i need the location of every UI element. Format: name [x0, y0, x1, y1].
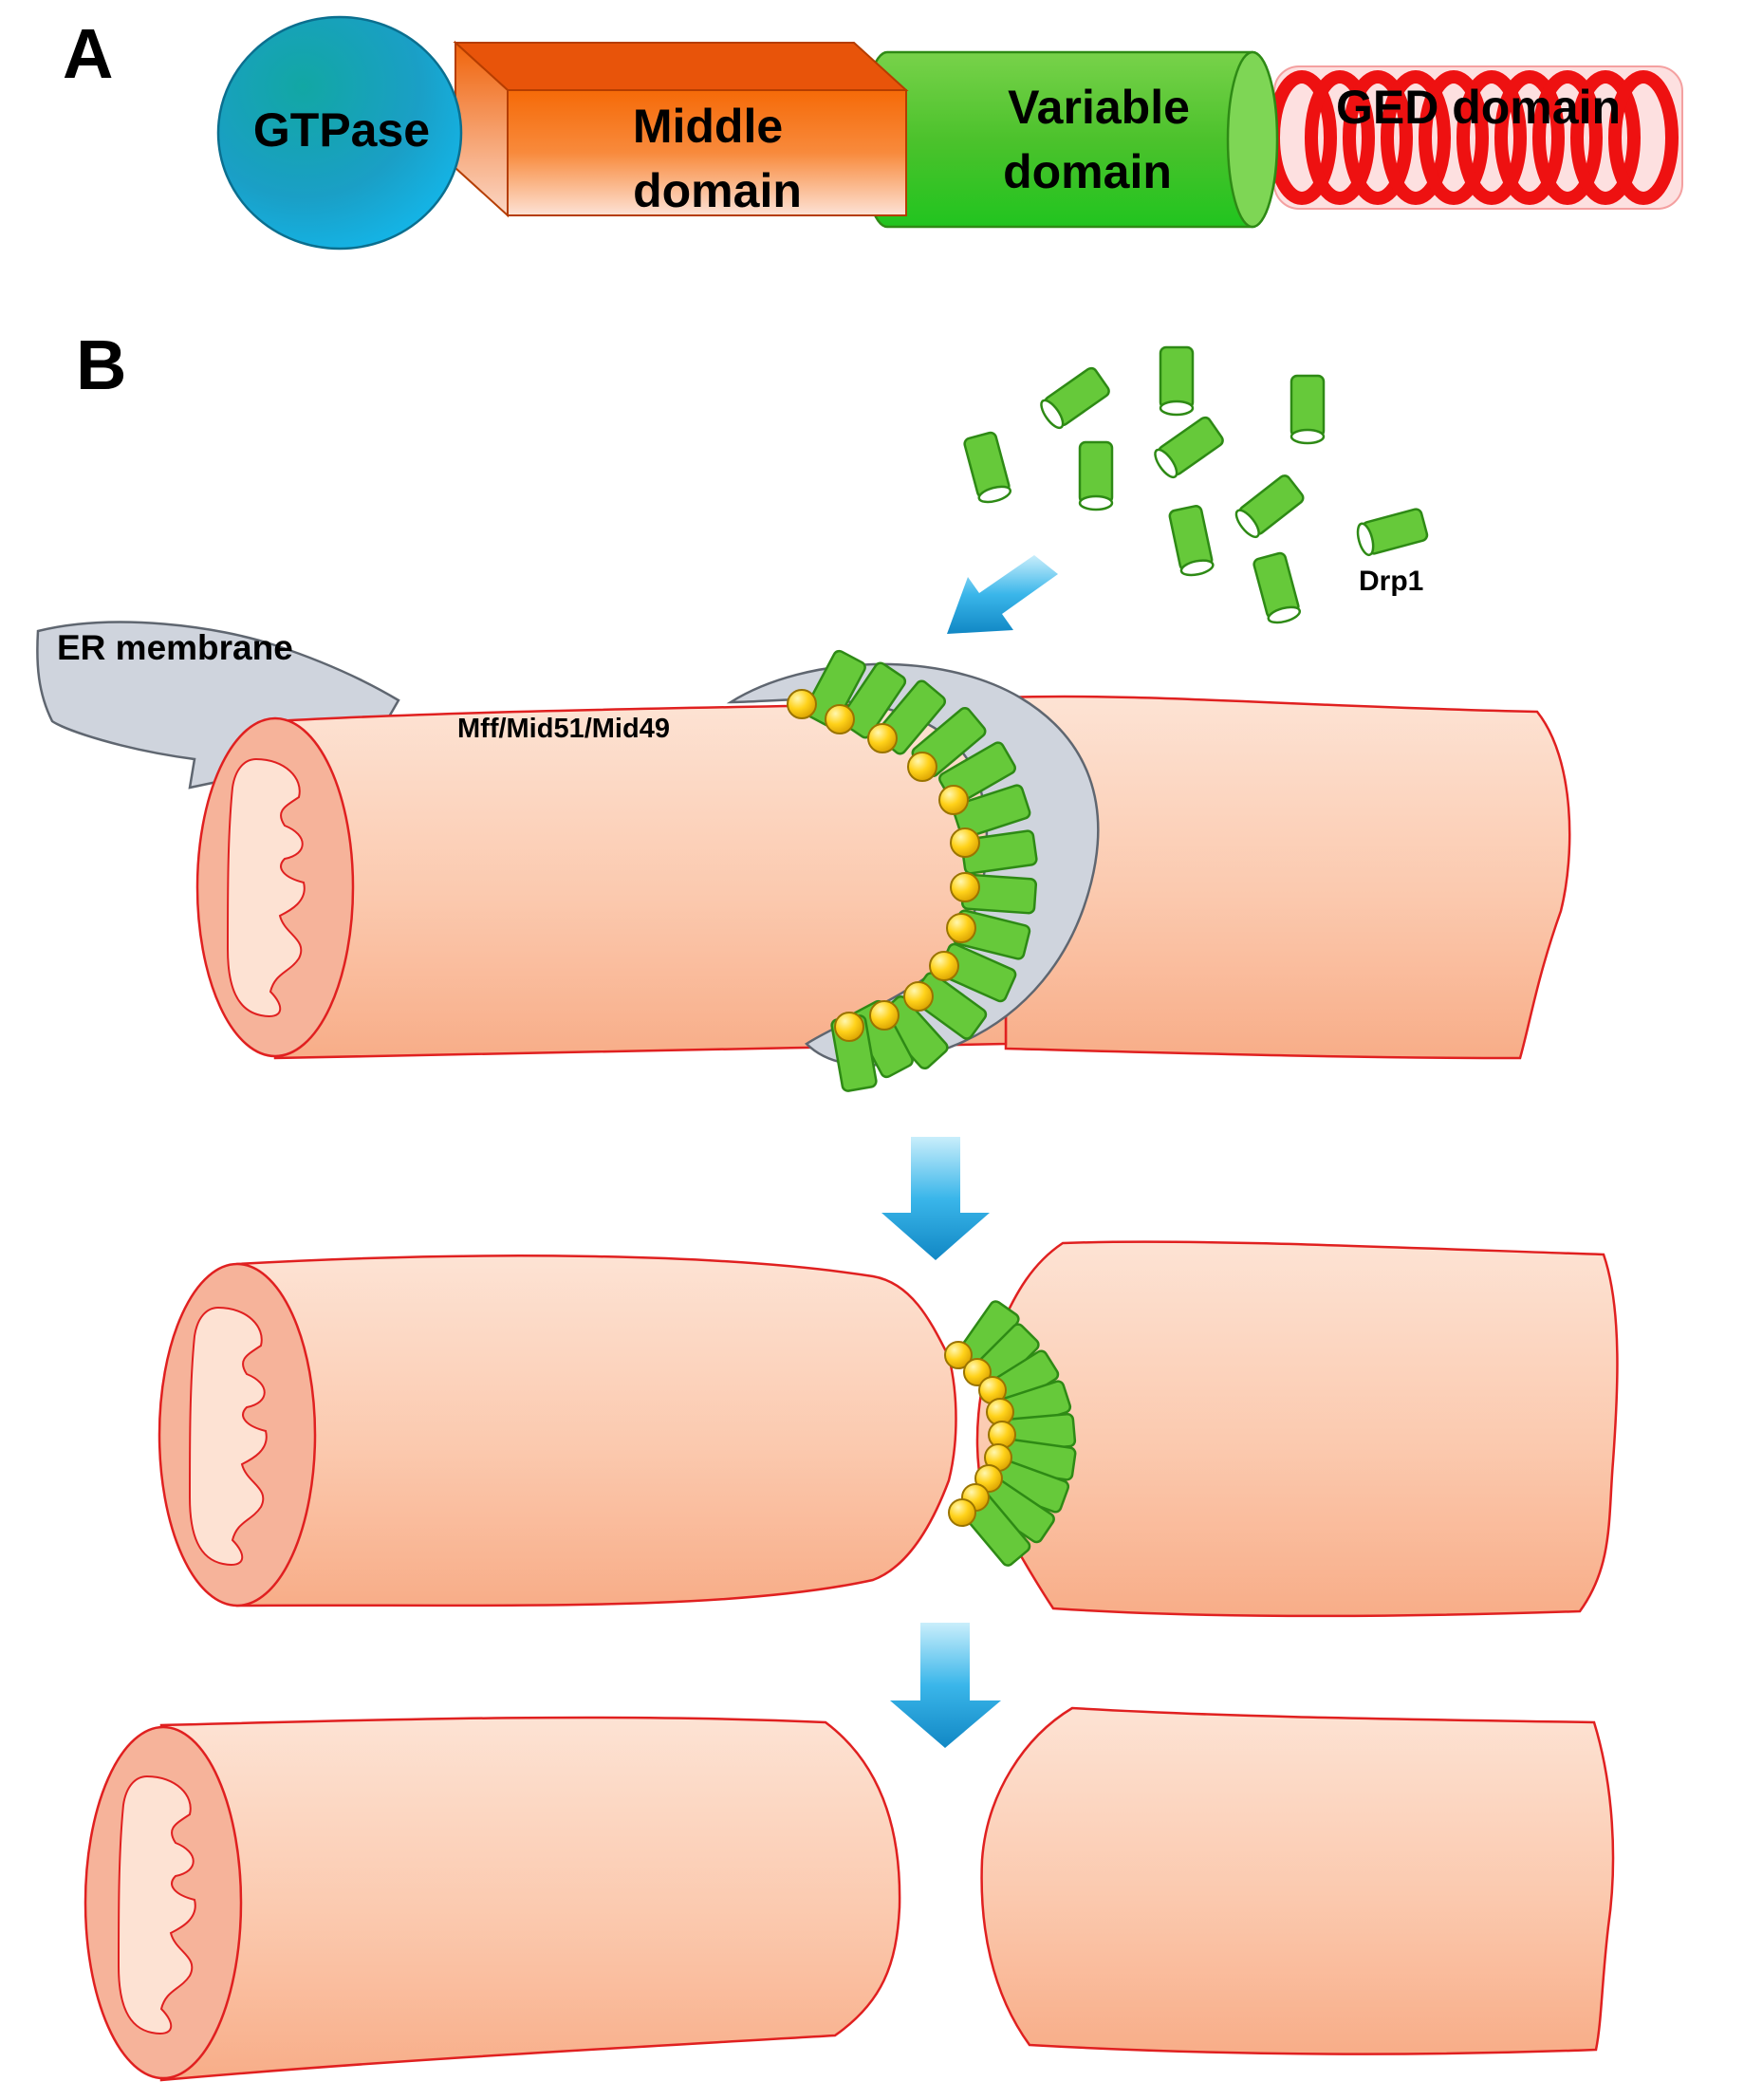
- adaptor-label: Mff/Mid51/Mid49: [457, 714, 670, 744]
- down-arrow-2: [890, 1623, 1001, 1748]
- recruitment-arrow: [947, 555, 1058, 634]
- middle-domain-label-line1: Middle: [633, 100, 783, 153]
- cristae: [188, 1306, 268, 1566]
- drp1-molecule: [1356, 508, 1429, 557]
- mitochondrion-left-part: [235, 1254, 957, 1608]
- drp1-molecule: [1078, 440, 1114, 511]
- mitochondrion-left-fragment: [159, 1716, 901, 2082]
- mitochondrion-right-part: [1004, 695, 1571, 1060]
- mitochondrion-left-part: [273, 700, 1008, 1060]
- drp1-molecule: [1040, 366, 1110, 430]
- stage-3-fission: [83, 1706, 1615, 2082]
- stage-1-recruitment: Mff/Mid51/Mid49 ER membrane: [36, 621, 1571, 1092]
- middle-domain-label-line2: domain: [633, 164, 802, 217]
- ged-domain-shape: [1273, 65, 1683, 210]
- drp1-molecule: [963, 431, 1012, 504]
- drp1-molecule: [1234, 474, 1305, 539]
- panel-a: A: [63, 14, 1683, 251]
- panel-b-letter: B: [76, 325, 126, 404]
- drp1-molecule: [1289, 374, 1326, 445]
- panel-a-letter: A: [63, 14, 113, 93]
- down-arrow-1: [881, 1137, 990, 1260]
- er-membrane-label: ER membrane: [57, 628, 293, 667]
- mitochondrion-right-fragment: [980, 1706, 1615, 2055]
- drp1-molecule: [1159, 345, 1195, 417]
- cristae: [117, 1775, 196, 2035]
- mitochondrion-right-part: [975, 1240, 1619, 1618]
- stage-2-constriction: [158, 1240, 1619, 1618]
- variable-domain-label-line1: Variable: [1008, 81, 1190, 134]
- variable-domain-shape: [861, 50, 1279, 229]
- cristae: [226, 757, 306, 1017]
- drp1-molecule: [1154, 416, 1224, 479]
- adaptor-proteins: [787, 689, 980, 1042]
- adaptor-proteins: [944, 1341, 1016, 1527]
- variable-domain-label-line2: domain: [1003, 145, 1172, 198]
- ged-domain-label: GED domain: [1336, 81, 1621, 134]
- drp1-label: Drp1: [1359, 566, 1423, 597]
- gtpase-domain-shape: [216, 15, 463, 251]
- middle-domain-shape: [453, 40, 909, 218]
- drp1-molecule: [1252, 551, 1302, 624]
- free-drp1-group: [963, 345, 1429, 624]
- panel-b: B Drp1: [36, 325, 1619, 2082]
- gtpase-label: GTPase: [253, 103, 430, 157]
- drp1-molecule: [1168, 505, 1215, 577]
